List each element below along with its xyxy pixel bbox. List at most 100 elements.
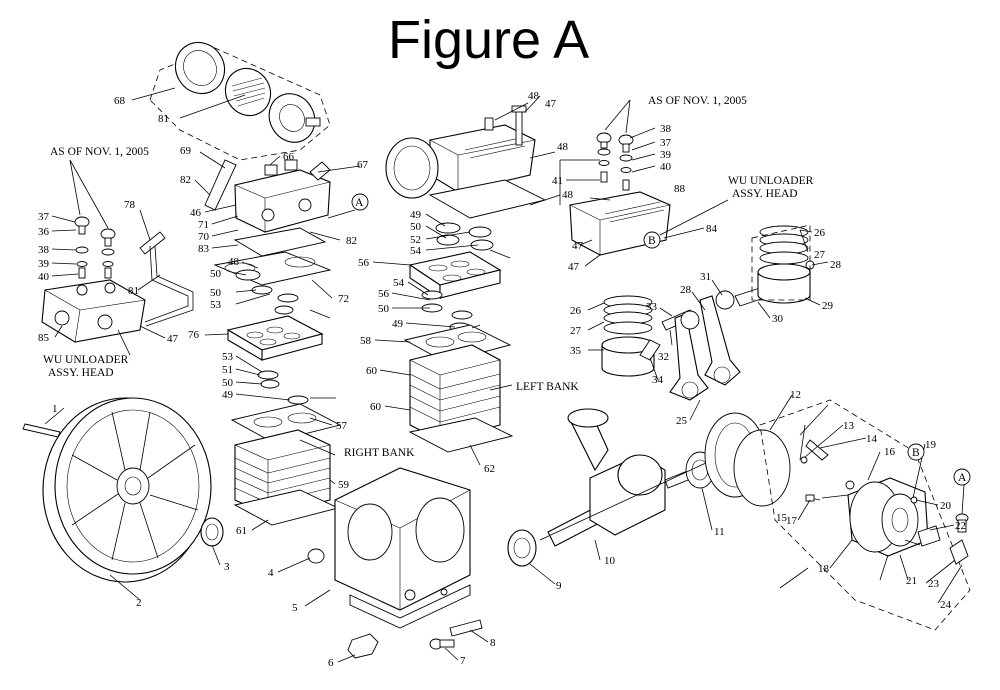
- callout-59: 67: [357, 159, 369, 171]
- callout-11: 11: [714, 526, 725, 538]
- callout-28b: 28: [830, 259, 842, 271]
- label-assy-head-left: ASSY. HEAD: [48, 367, 114, 379]
- callout-12: 12: [790, 389, 801, 401]
- callout-15: 15: [776, 512, 788, 524]
- callout-3: 3: [224, 561, 230, 573]
- air-filter-assembly: [149, 41, 331, 161]
- callout-47b: 49: [222, 389, 234, 401]
- callout-68: 82: [346, 235, 357, 247]
- bearing-cover-gasket: [704, 412, 829, 507]
- callout-32: 32: [658, 351, 669, 363]
- callout-70: 84: [706, 223, 718, 235]
- callout-17: 17: [786, 515, 798, 527]
- callout-26a: 26: [570, 305, 582, 317]
- left-unloader-assembly: [41, 216, 194, 343]
- label-left-bank: LEFT BANK: [516, 381, 579, 393]
- callout-2: 2: [136, 597, 142, 609]
- callout-4: 4: [268, 567, 274, 579]
- callout-39b: 40: [660, 161, 672, 173]
- callout-7: 7: [460, 655, 466, 667]
- figure-title: Figure A: [388, 10, 589, 70]
- callout-50a: 53: [210, 299, 222, 311]
- piston-assembly-right: [751, 224, 815, 304]
- callout-52: 56: [378, 288, 390, 300]
- callout-22: 22: [955, 520, 966, 532]
- callout-65: 81: [128, 285, 139, 297]
- callout-67: 82: [180, 174, 191, 186]
- callout-26b: 26: [814, 227, 826, 239]
- callout-35: 35: [570, 345, 582, 357]
- callout-53b: 58: [360, 335, 372, 347]
- callout-62: 72: [338, 293, 349, 305]
- callout-1: 1: [52, 403, 58, 415]
- callout-18: 18: [818, 563, 830, 575]
- callout-24: 24: [940, 599, 952, 611]
- part-number-callouts: 68 81 69 66 67 82 46 71 70 83 82 48 50 5…: [38, 90, 966, 669]
- callout-40a: 40: [38, 271, 50, 283]
- callout-66: 81: [158, 113, 169, 125]
- callout-37b: 38: [660, 123, 672, 135]
- callout-46: 48: [562, 189, 574, 201]
- callout-47c: 49: [410, 209, 422, 221]
- callout-56b: 62: [484, 463, 495, 475]
- callout-49c: 52: [410, 234, 421, 246]
- callout-45: 48: [557, 141, 569, 153]
- flywheel-pulley: [22, 397, 212, 583]
- piston-assembly-left: [601, 295, 695, 377]
- marker-b-pump: B: [912, 447, 920, 459]
- left-bank-cylinder: [403, 324, 514, 453]
- callout-60a: 69: [180, 145, 192, 157]
- left-valve-stack: [213, 227, 332, 361]
- callout-16: 16: [884, 446, 896, 458]
- callout-71: 85: [38, 332, 50, 344]
- callout-36a: 36: [38, 226, 50, 238]
- callout-23: 23: [928, 578, 940, 590]
- callout-47d: 49: [392, 318, 404, 330]
- callout-49a: 50: [210, 287, 222, 299]
- callout-42a: 47: [167, 333, 179, 345]
- right-bank-cylinder: [230, 370, 342, 526]
- callout-61: 71: [198, 219, 209, 231]
- callout-31: 31: [700, 271, 711, 283]
- callout-8: 8: [490, 637, 496, 649]
- callout-48c: 50: [410, 221, 422, 233]
- callout-30: 30: [772, 313, 784, 325]
- callout-56a: 61: [236, 525, 247, 537]
- callout-33: 33: [646, 301, 658, 313]
- callout-54b: 60: [366, 365, 378, 377]
- callout-25: 25: [676, 415, 688, 427]
- leader-lines: [44, 87, 965, 663]
- callout-55: 60: [370, 401, 382, 413]
- callout-38b: 39: [660, 149, 672, 161]
- callout-20: 20: [940, 500, 952, 512]
- callout-40b: 41: [552, 175, 563, 187]
- callout-10: 10: [604, 555, 616, 567]
- callout-64: 78: [124, 199, 136, 211]
- callout-39a: 39: [38, 258, 50, 270]
- marker-a-pump: A: [958, 472, 967, 484]
- callout-14: 14: [866, 433, 878, 445]
- label-right-bank: RIGHT BANK: [344, 447, 415, 459]
- note-as-of-left: AS OF NOV. 1, 2005: [50, 146, 149, 158]
- callout-47a: 48: [228, 256, 240, 268]
- callout-44: 48: [528, 90, 540, 102]
- reference-markers: [351, 193, 971, 486]
- callout-60b: 70: [198, 231, 210, 243]
- left-bank-fins: [409, 373, 501, 423]
- callout-36b: 37: [660, 137, 672, 149]
- oil-pump-assembly: [759, 399, 971, 631]
- callout-38a: 38: [38, 244, 50, 256]
- callout-51: 56: [358, 257, 370, 269]
- crankcase-assembly: [200, 467, 483, 659]
- callout-6: 6: [328, 657, 334, 669]
- connecting-rods: [669, 287, 765, 401]
- callout-43: 47: [545, 98, 557, 110]
- callout-48a: 50: [210, 268, 222, 280]
- callout-21: 21: [906, 575, 917, 587]
- callout-37a: 37: [38, 211, 50, 223]
- center-head-assembly: [385, 105, 547, 219]
- callout-53a: 57: [336, 420, 348, 432]
- callout-48d: 50: [378, 303, 390, 315]
- callout-49b: 51: [222, 364, 233, 376]
